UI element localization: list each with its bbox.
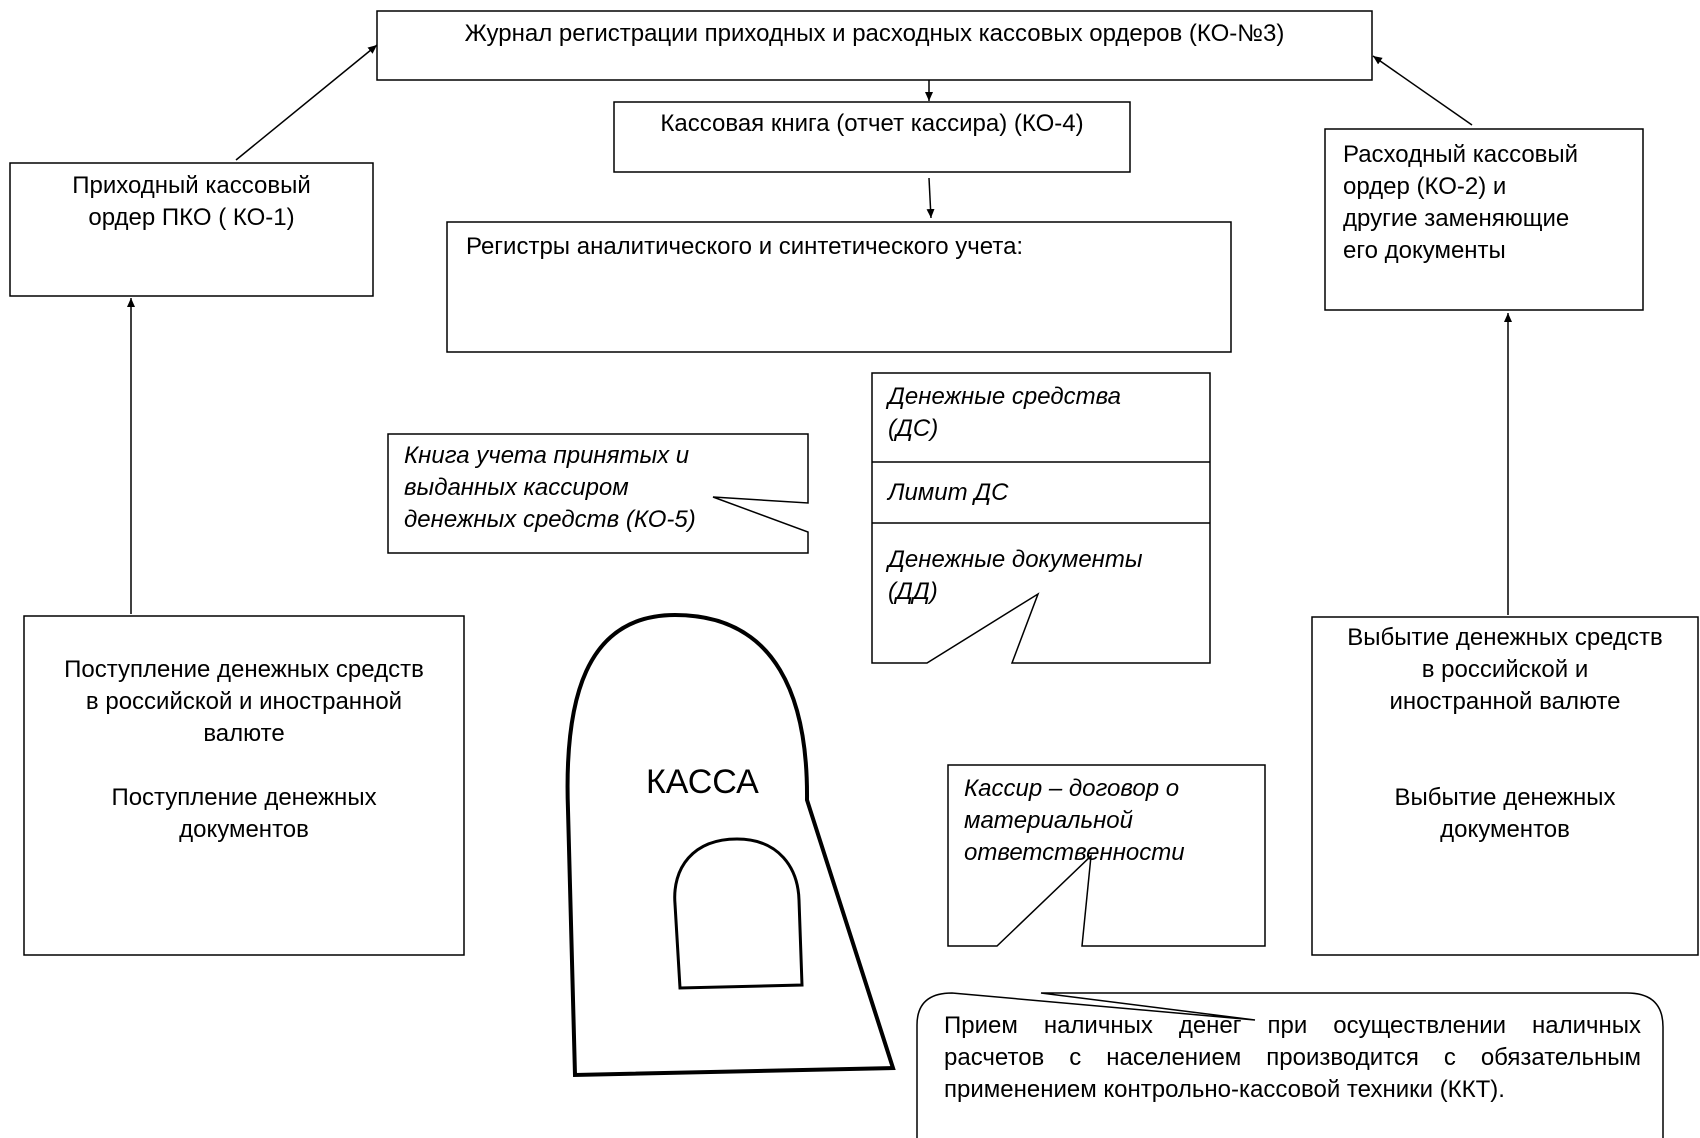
receipt-line5: документов: [179, 816, 309, 843]
journal-text: Журнал регистрации приходных и расходных…: [464, 20, 1285, 47]
kkt-note-callout: [916, 992, 1664, 1138]
money-row1-text: Денежные средства (ДС): [888, 381, 1198, 445]
kkt-note-line2: расчетов с населением производится с обя…: [944, 1044, 1641, 1071]
cashier-line2: материальной: [964, 807, 1133, 834]
receipt-line3: валюте: [203, 720, 285, 747]
cash-book-box: [613, 101, 1131, 173]
incoming-order-line2: ордер ПКО ( КО-1): [88, 204, 295, 231]
disposal-line5: документов: [1440, 816, 1570, 843]
kassa-window: [673, 837, 804, 990]
disposal-line1: Выбытие денежных средств: [1347, 624, 1663, 651]
arrow-cash-book-to-registers: [926, 177, 935, 219]
money-row3-line2: (ДД): [888, 578, 938, 605]
kkt-note-line1: Прием наличных денег при осуществлении н…: [944, 1012, 1641, 1039]
arrow-incoming-to-journal: [235, 44, 378, 161]
registers-box: [446, 221, 1232, 353]
cash-book-text: Кассовая книга (отчет кассира) (КО-4): [660, 110, 1084, 137]
kkt-note-text: Прием наличных денег при осуществлении н…: [944, 1010, 1641, 1106]
outgoing-order-line4: его документы: [1343, 237, 1506, 264]
outgoing-order-box: [1324, 128, 1644, 311]
cashier-line3: ответственности: [964, 839, 1185, 866]
outgoing-order-text: Расходный кассовый ордер (КО-2) и другие…: [1343, 139, 1633, 267]
cashier-callout: [947, 764, 1266, 947]
receipt-box: [23, 615, 465, 956]
disposal-box: [1311, 616, 1699, 956]
disposal-line3: иностранной валюте: [1389, 688, 1621, 715]
book-ko5-line2: выданных кассиром: [404, 474, 629, 501]
kassa-label: КАССА: [646, 763, 759, 801]
incoming-order-line1: Приходный кассовый: [72, 172, 311, 199]
receipt-line2: в российской и иностранной: [85, 688, 403, 715]
money-row1-line2: (ДС): [888, 415, 939, 442]
receipt-line1: Поступление денежных средств: [64, 656, 424, 683]
money-row3-text: Денежные документы (ДД): [888, 544, 1198, 608]
disposal-line4: Выбытие денежных: [1394, 784, 1616, 811]
book-ko5-line3: денежных средств (КО-5): [404, 506, 696, 533]
disposal-text: Выбытие денежных средств в российской и …: [1312, 622, 1698, 846]
outgoing-order-line2: ордер (КО-2) и: [1343, 173, 1507, 200]
money-row2-text: Лимит ДС: [888, 479, 1009, 506]
incoming-order-box: [9, 162, 374, 297]
money-row1-line1: Денежные средства: [888, 383, 1121, 410]
receipt-text: Поступление денежных средств в российско…: [24, 654, 464, 846]
registers-text: Регистры аналитического и синтетического…: [466, 233, 1024, 260]
disposal-line2: в российской и: [1421, 656, 1589, 683]
kkt-note-line3: применением контрольно-кассовой техники …: [944, 1076, 1505, 1103]
outgoing-order-line1: Расходный кассовый: [1343, 141, 1579, 168]
receipt-line4: Поступление денежных: [111, 784, 377, 811]
book-ko5-callout: [387, 433, 809, 554]
book-ko5-text: Книга учета принятых и выданных кассиром…: [404, 440, 764, 536]
incoming-order-text: Приходный кассовый ордер ПКО ( КО-1): [10, 170, 373, 234]
money-panel-callout: [871, 372, 1211, 664]
outgoing-order-line3: другие заменяющие: [1343, 205, 1570, 232]
book-ko5-line1: Книга учета принятых и: [404, 442, 690, 469]
cashier-line1: Кассир – договор о: [964, 775, 1180, 802]
cashier-text: Кассир – договор о материальной ответств…: [964, 773, 1264, 869]
journal-box: [376, 10, 1373, 81]
arrow-outgoing-to-journal: [1372, 55, 1473, 126]
money-row3-line1: Денежные документы: [888, 546, 1143, 573]
